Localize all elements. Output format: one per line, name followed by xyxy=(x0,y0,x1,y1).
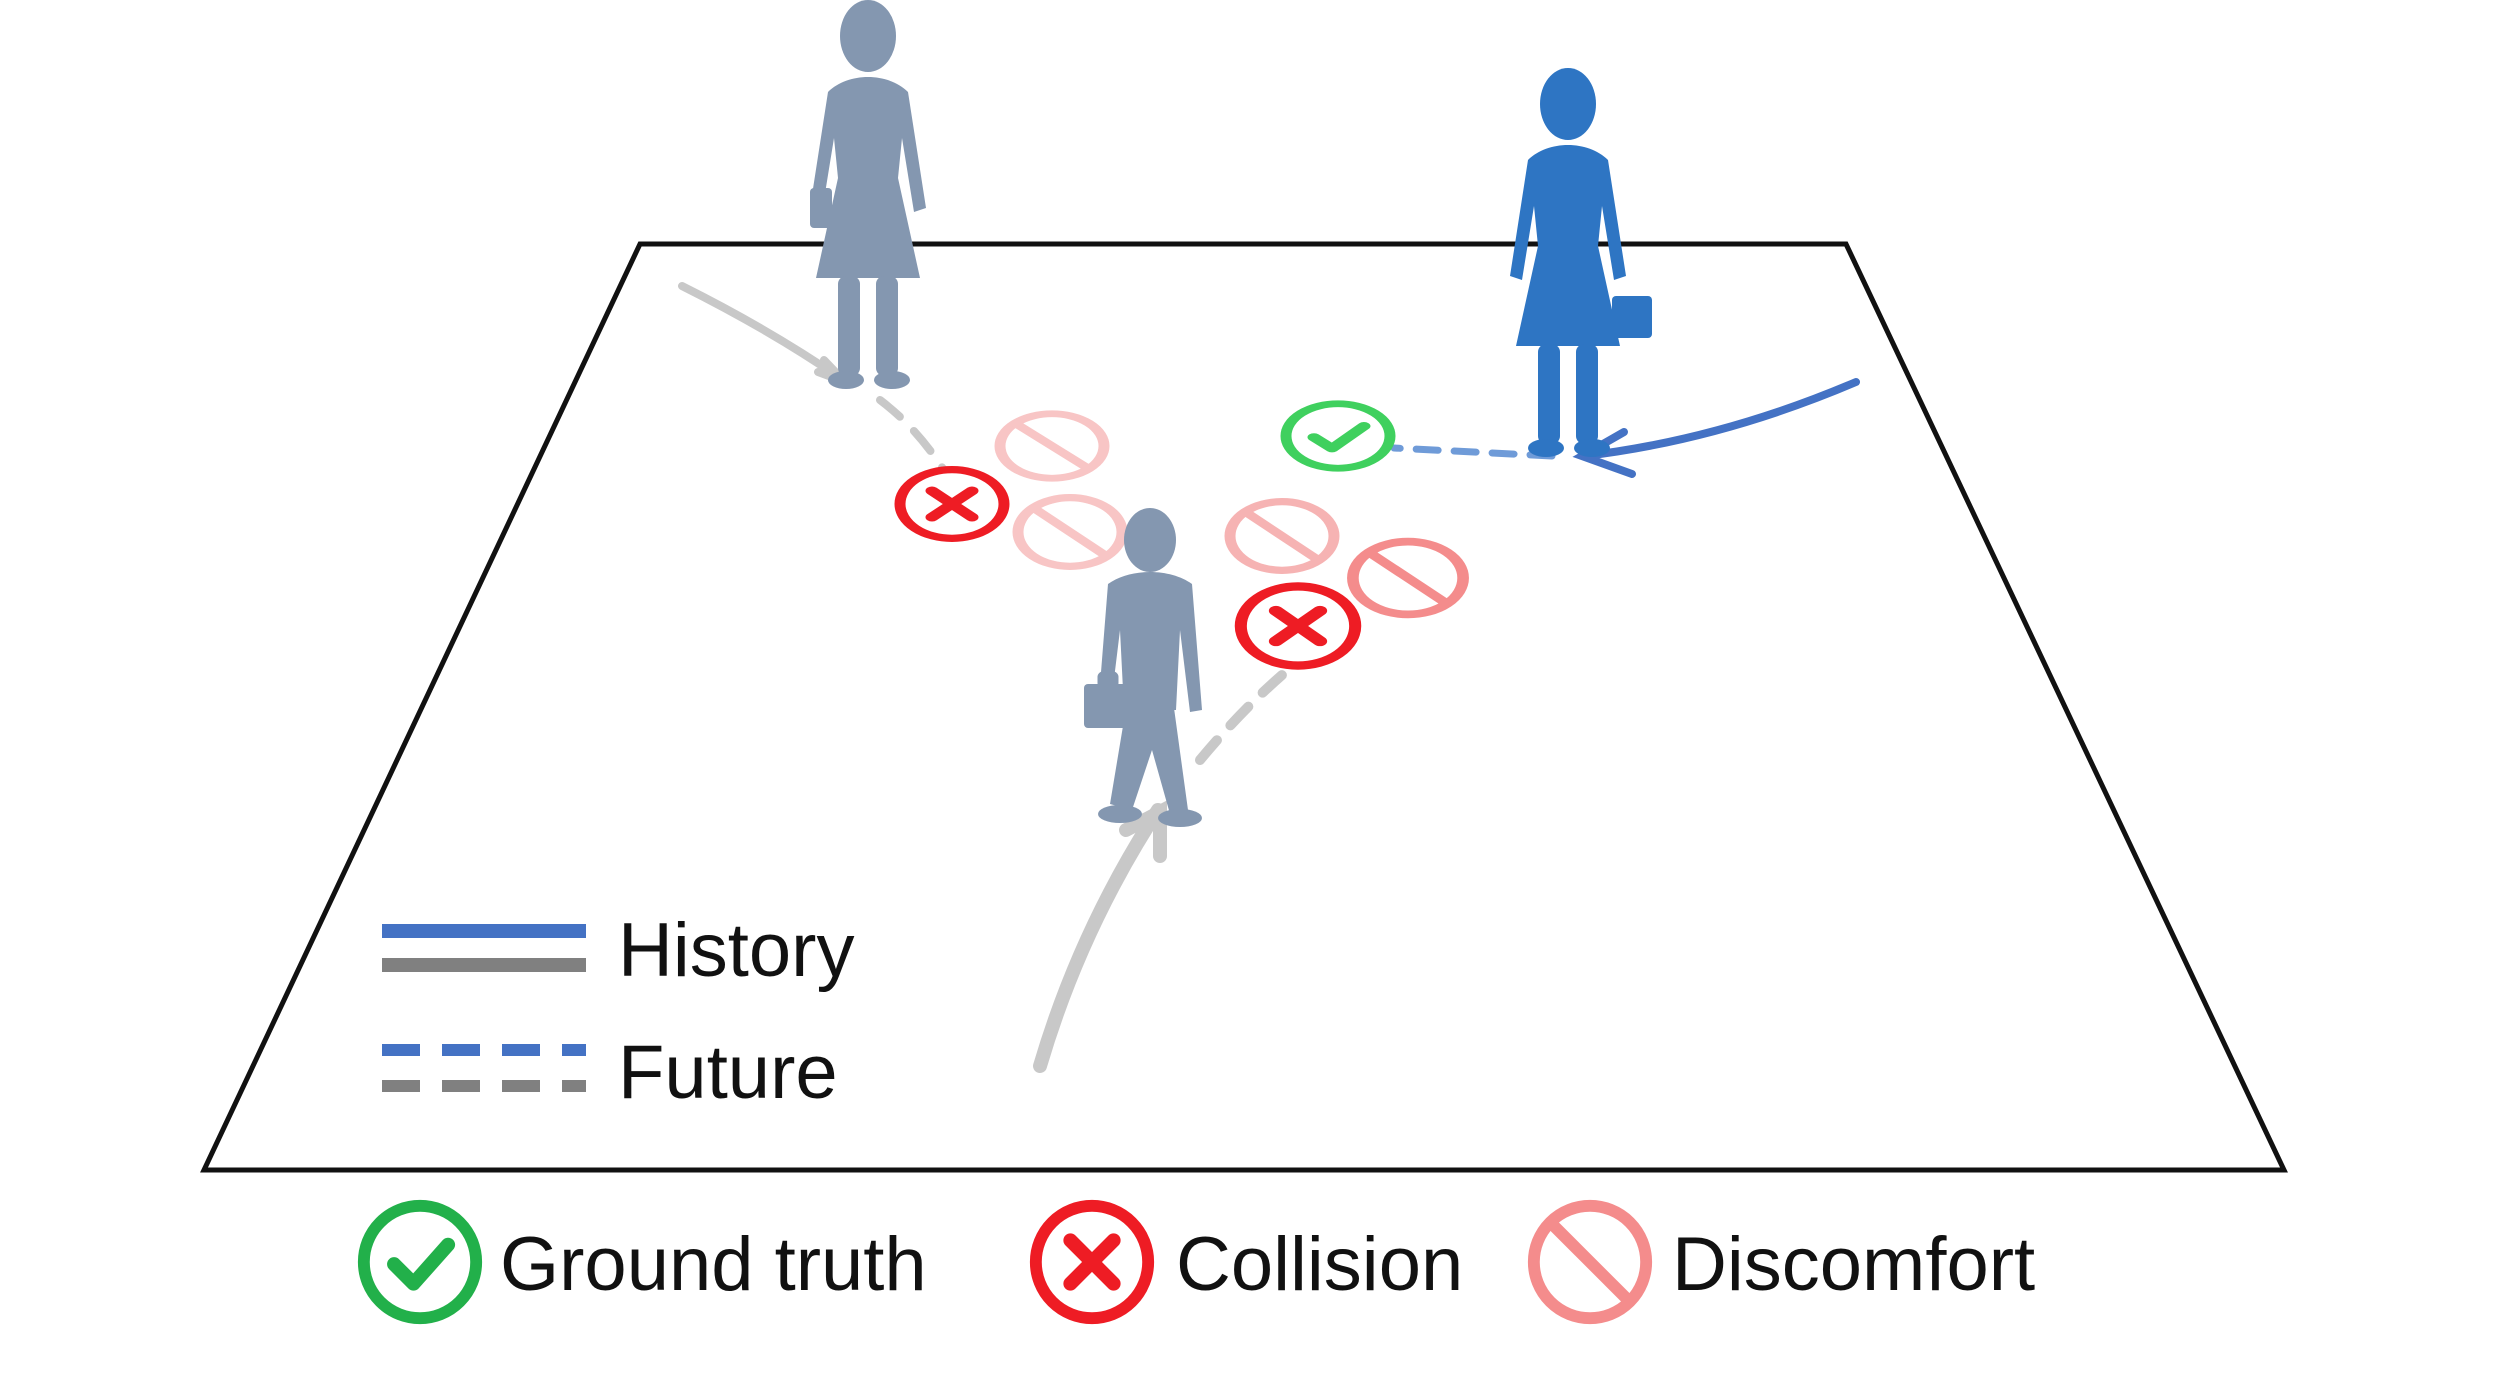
marker-collision-2 xyxy=(1241,586,1355,665)
history-path-pedestrian-right xyxy=(1572,378,1860,478)
legend-future: Future xyxy=(382,1030,838,1115)
marker-discomfort-4 xyxy=(1353,542,1463,615)
legend-collision: Collision xyxy=(1036,1206,1463,1318)
legend-discomfort: Discomfort xyxy=(1534,1206,2035,1318)
history-path-pedestrian-bottom xyxy=(1033,800,1167,1073)
discomfort-label: Discomfort xyxy=(1672,1222,2035,1307)
prohibited-circle-icon xyxy=(1534,1206,1646,1318)
collision-label: Collision xyxy=(1176,1222,1463,1307)
legend-history: History xyxy=(382,908,854,993)
history-label: History xyxy=(618,908,854,993)
ground-truth-label: Ground truth xyxy=(500,1222,927,1307)
future-label: Future xyxy=(618,1030,838,1115)
check-circle-icon xyxy=(364,1206,476,1318)
marker-discomfort-1 xyxy=(1000,414,1104,478)
future-path-pedestrian-right xyxy=(1390,444,1556,460)
marker-collision-1 xyxy=(900,470,1004,539)
pedestrian-right-woman xyxy=(1510,68,1652,457)
marker-ground-truth xyxy=(1286,404,1390,468)
future-path-pedestrian-bottom xyxy=(1195,655,1305,765)
history-line-gray xyxy=(382,958,586,972)
marker-discomfort-3 xyxy=(1230,502,1334,571)
legend-ground-truth: Ground truth xyxy=(364,1206,927,1318)
marker-discomfort-2 xyxy=(1018,498,1122,567)
pedestrian-left-woman xyxy=(810,0,926,389)
x-circle-icon xyxy=(1036,1206,1148,1318)
history-line-blue xyxy=(382,924,586,938)
pedestrian-bottom-man xyxy=(1084,508,1202,827)
